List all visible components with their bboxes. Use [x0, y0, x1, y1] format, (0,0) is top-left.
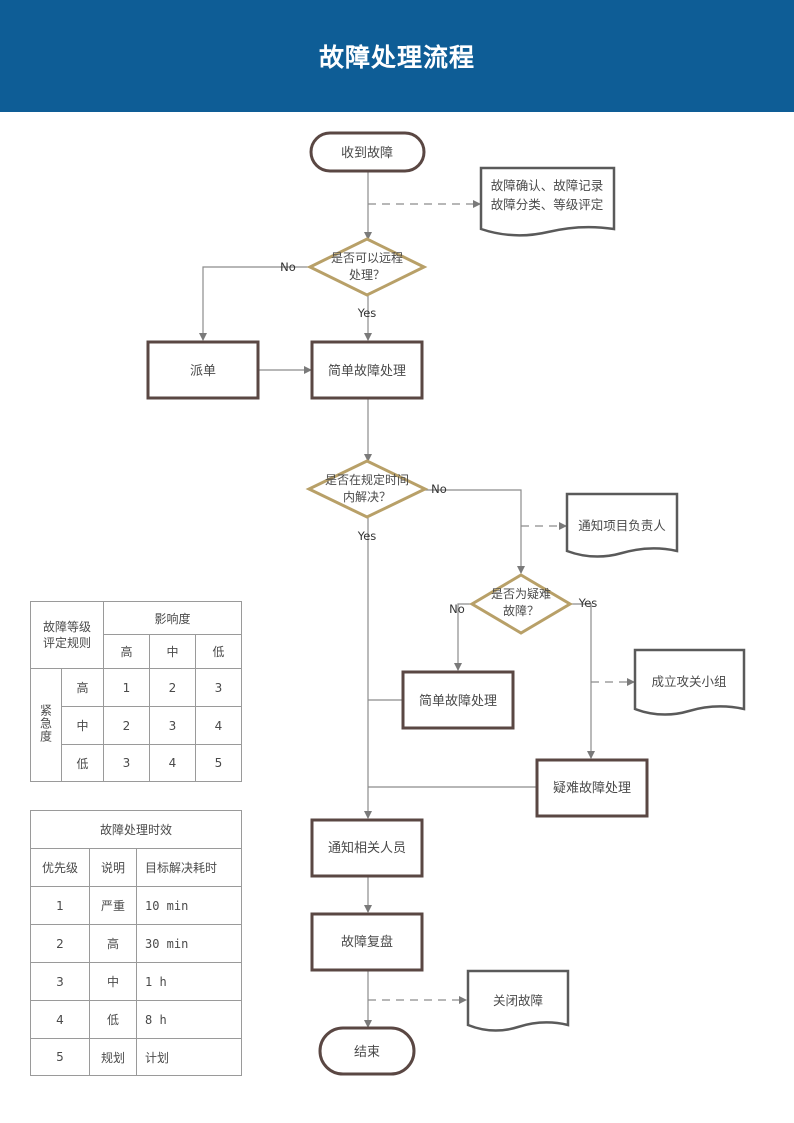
simple-process-box-1: [310, 340, 424, 400]
sla-header-priority: 优先级: [30, 848, 90, 887]
notify-staff-label: 通知相关人员: [328, 840, 406, 856]
decision-remote: [306, 237, 428, 297]
level-table-corner: 故障等级 评定规则: [30, 601, 104, 669]
decision-hard-line2: 故障？: [503, 603, 539, 618]
sla-priority-cell: 1: [30, 886, 90, 925]
decision-time-line1: 是否在规定时间: [325, 472, 409, 487]
level-cell: 3: [149, 706, 196, 745]
sla-target-cell: 10 min: [136, 886, 242, 925]
decision-hard: [469, 573, 573, 635]
sla-table-title: 故障处理时效: [30, 810, 242, 849]
sla-table: 故障处理时效 优先级 说明 目标解决耗时 1 严重 10 min 2 高 30 …: [30, 810, 242, 1076]
label-yes-2: Yes: [357, 529, 377, 543]
label-yes-3: Yes: [578, 596, 598, 610]
label-no-3: No: [449, 602, 465, 616]
sla-desc-cell: 低: [89, 1000, 137, 1039]
review-box: [310, 912, 424, 972]
doc-note-confirm-line1: 故障确认、故障记录: [491, 178, 604, 193]
label-no-2: No: [431, 482, 447, 496]
simple-process-label-1: 简单故障处理: [328, 363, 406, 379]
level-table: 故障等级 评定规则 影响度 高 中 低 紧急度 高 1 2 3 中 2 3 4 …: [30, 601, 242, 782]
urgency-header-text: 紧急度: [38, 704, 53, 743]
decision-remote-line2: 处理？: [349, 268, 385, 282]
label-no-1: No: [280, 260, 296, 274]
level-cell: 1: [103, 668, 150, 707]
doc-note-confirm: [479, 166, 616, 237]
decision-hard-line1: 是否为疑难: [491, 586, 551, 601]
dispatch-label: 派单: [190, 364, 216, 379]
start-label: 收到故障: [341, 146, 393, 161]
sla-desc-cell: 严重: [89, 886, 137, 925]
sla-priority-cell: 5: [30, 1038, 90, 1076]
connector-yes-to-hard: [570, 603, 595, 759]
urgency-row-low: 低: [61, 744, 104, 782]
hard-process-box: [535, 758, 649, 818]
end-label: 结束: [354, 1045, 380, 1060]
impact-col-high: 高: [103, 634, 150, 669]
urgency-row-high: 高: [61, 668, 104, 707]
doc-note-close-label: 关闭故障: [493, 993, 543, 1008]
label-yes-1: Yes: [357, 306, 377, 320]
notify-staff-box: [310, 818, 424, 878]
doc-note-notify-pm-label: 通知项目负责人: [578, 518, 666, 533]
page-title: 故障处理流程: [318, 43, 475, 72]
doc-note-task-force-label: 成立攻关小组: [651, 674, 726, 689]
hard-process-label: 疑难故障处理: [553, 780, 631, 796]
decision-remote-line1: 是否可以远程: [331, 250, 403, 265]
sla-priority-cell: 3: [30, 962, 90, 1001]
simple-process-box-2: [401, 670, 515, 730]
sla-desc-cell: 中: [89, 962, 137, 1001]
urgency-header: 紧急度: [30, 668, 62, 782]
level-cell: 2: [149, 668, 196, 707]
start-terminator: [309, 131, 426, 173]
sla-priority-cell: 4: [30, 1000, 90, 1039]
impact-col-mid: 中: [149, 634, 196, 669]
end-terminator: [318, 1026, 416, 1076]
sla-target-cell: 8 h: [136, 1000, 242, 1039]
sla-target-cell: 30 min: [136, 924, 242, 963]
doc-note-confirm-line2: 故障分类、等级评定: [491, 197, 604, 212]
impact-col-low: 低: [195, 634, 242, 669]
impact-header: 影响度: [103, 601, 242, 635]
doc-note-task-force: [633, 648, 746, 716]
doc-note-notify-pm: [565, 492, 679, 558]
sla-header-target: 目标解决耗时: [136, 848, 242, 887]
level-cell: 4: [149, 744, 196, 782]
sla-priority-cell: 2: [30, 924, 90, 963]
connector-no-to-dispatch: [199, 266, 310, 341]
level-table-corner-line2: 评定规则: [42, 636, 91, 650]
sla-desc-cell: 高: [89, 924, 137, 963]
connector-no-to-simple2: [454, 603, 473, 671]
level-cell: 3: [103, 744, 150, 782]
urgency-row-mid: 中: [61, 706, 104, 745]
level-cell: 4: [195, 706, 242, 745]
page-header: 故障处理流程: [0, 0, 794, 112]
doc-note-close: [466, 969, 570, 1032]
level-cell: 3: [195, 668, 242, 707]
simple-process-label-2: 简单故障处理: [419, 693, 497, 709]
sla-target-cell: 1 h: [136, 962, 242, 1001]
sla-header-desc: 说明: [89, 848, 137, 887]
level-table-corner-line1: 故障等级: [42, 620, 91, 634]
connector-no-to-decision3: [425, 489, 525, 574]
review-label: 故障复盘: [341, 934, 393, 950]
level-cell: 2: [103, 706, 150, 745]
dispatch-box: [146, 340, 260, 400]
sla-target-cell: 计划: [136, 1038, 242, 1076]
decision-time-line2: 内解决？: [343, 490, 391, 504]
sla-desc-cell: 规划: [89, 1038, 137, 1076]
decision-time: [305, 459, 429, 519]
level-cell: 5: [195, 744, 242, 782]
